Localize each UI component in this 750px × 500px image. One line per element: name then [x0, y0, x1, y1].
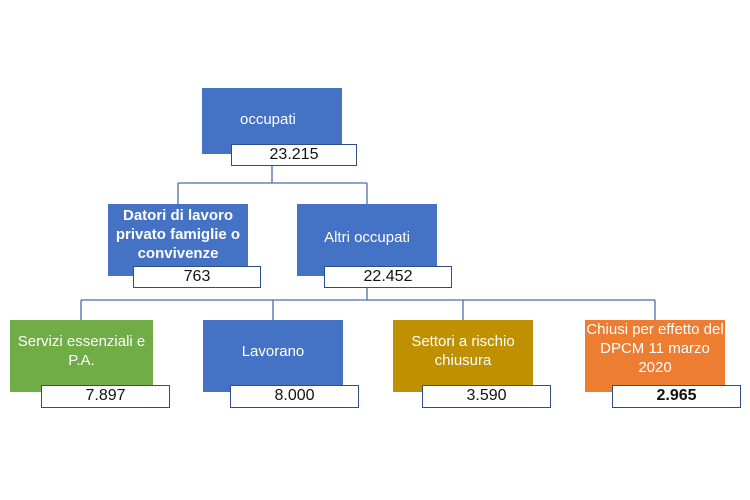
node-lavorano: Lavorano	[203, 320, 343, 392]
node-chiusi-value: 2.965	[612, 385, 741, 408]
node-altri-label: Altri occupati	[324, 229, 410, 246]
node-settori-value: 3.590	[422, 385, 551, 408]
connector-root-level1	[177, 166, 368, 204]
node-occupati-value: 23.215	[231, 144, 357, 166]
node-servizi-value: 7.897	[41, 385, 170, 408]
connector-altri-level2	[80, 288, 656, 320]
node-altri-value: 22.452	[324, 266, 452, 288]
node-datori-value: 763	[133, 266, 261, 288]
node-settori-a-rischio: Settori a rischio chiusura	[393, 320, 533, 392]
node-altri-occupati: Altri occupati	[297, 204, 437, 276]
node-chiusi-dpcm: Chiusi per effetto del DPCM 11 marzo 202…	[585, 320, 725, 392]
node-settori-label: Settori a rischio chiusura	[411, 333, 515, 369]
node-lavorano-label: Lavorano	[241, 343, 305, 360]
node-datori-label: Datori di lavoro privato famiglie o conv…	[115, 207, 241, 262]
node-lavorano-value: 8.000	[230, 385, 359, 408]
node-occupati-label: occupati	[240, 111, 296, 128]
node-chiusi-label: Chiusi per effetto del DPCM 11 marzo 202…	[586, 321, 724, 376]
node-datori-di-lavoro: Datori di lavoro privato famiglie o conv…	[108, 204, 248, 276]
node-servizi-essenziali: Servizi essenziali e P.A.	[10, 320, 153, 392]
node-servizi-label: Servizi essenziali e P.A.	[17, 333, 146, 369]
node-occupati: occupati	[202, 88, 342, 154]
